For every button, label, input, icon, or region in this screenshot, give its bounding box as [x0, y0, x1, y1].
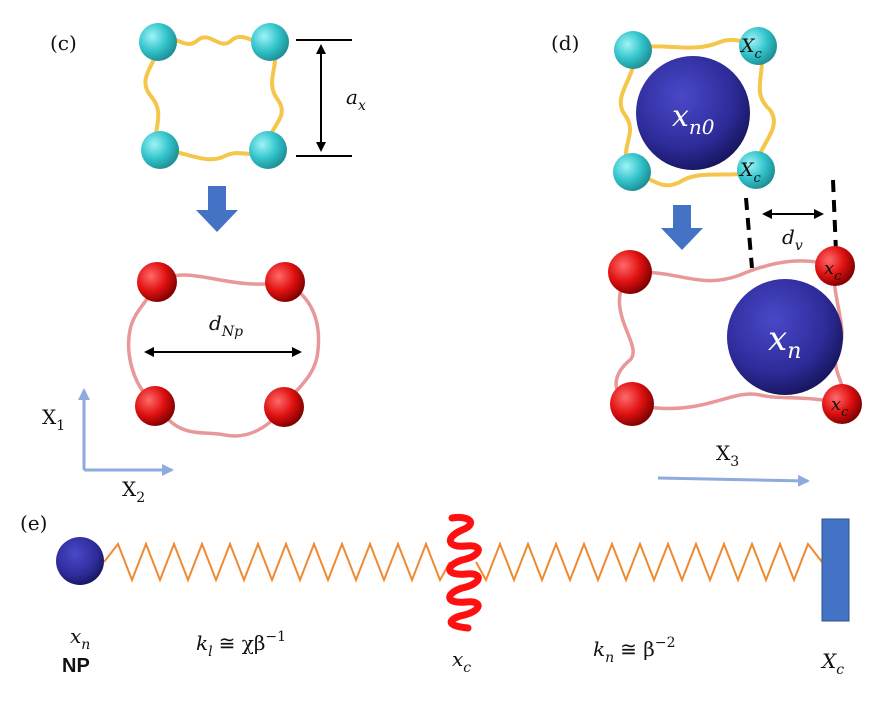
fixed-wall [821, 518, 850, 622]
np-caption: NP [62, 655, 90, 677]
crosslink-bottom-label-2: xc [831, 394, 849, 420]
crosslink-bead [737, 151, 775, 189]
cyan-bead [249, 131, 287, 169]
crosslink-top-label-2: Xc [738, 159, 762, 186]
displacement-label: dv [782, 225, 803, 254]
spring-left [103, 541, 451, 583]
cyan-bead [139, 23, 177, 61]
crosslink-red-bead [822, 384, 862, 424]
np-bottom-label: xn [768, 319, 801, 364]
dashed-line-right [831, 179, 838, 253]
axis-x1-label: X1 [42, 405, 65, 434]
red-bead [610, 382, 654, 426]
crosslink-spring [446, 513, 482, 632]
panel-e-label: (e) [20, 511, 47, 535]
crosslink-bead [739, 27, 777, 65]
axis-x2-label: X2 [122, 477, 145, 506]
axis-x3-arrow [657, 474, 810, 487]
yellow-chain-square [143, 34, 284, 162]
crosslink-position-label: xc [452, 647, 471, 676]
np-position-label: xn [70, 624, 90, 653]
cyan-bead [141, 131, 179, 169]
red-bead [264, 387, 304, 427]
axis-x3-label: X3 [716, 441, 739, 470]
cyan-bead [614, 31, 652, 69]
red-bead [135, 386, 175, 426]
cyan-bead [251, 23, 289, 61]
red-bead [265, 262, 305, 302]
panel-c-label: (c) [50, 31, 77, 55]
kn-formula: kn≅ β−2 [593, 635, 675, 666]
kl-formula: kl≅ χβ−1 [196, 629, 286, 660]
crosslink-red-bead [815, 246, 855, 286]
spring-right [475, 541, 823, 583]
down-arrow-icon [661, 205, 703, 250]
cyan-bead [613, 153, 651, 191]
nanoparticle-end [56, 537, 104, 585]
panel-d-label: (d) [551, 31, 579, 55]
down-arrow-icon [196, 186, 238, 232]
wall-position-label: Xc [820, 649, 844, 678]
diameter-label: dNp [209, 311, 243, 340]
crosslink-top-label: Xc [739, 35, 763, 62]
red-bead [608, 250, 652, 294]
spacing-label: ax [346, 85, 366, 114]
np-top-label: xn0 [672, 99, 715, 139]
crosslink-bottom-label: xc [824, 258, 842, 284]
nanoparticle-bottom [727, 279, 843, 395]
red-bead [137, 262, 177, 302]
nanoparticle-top [636, 56, 750, 170]
dashed-line-left [744, 197, 754, 269]
